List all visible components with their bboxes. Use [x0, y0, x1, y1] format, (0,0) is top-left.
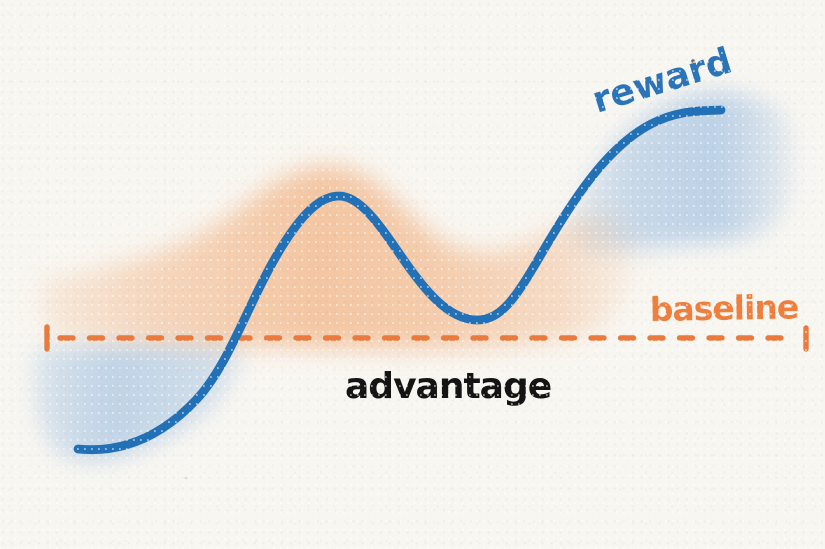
advantage-label: advantage — [345, 366, 551, 407]
baseline-label: baseline — [649, 287, 798, 329]
paper-speck — [184, 476, 188, 480]
